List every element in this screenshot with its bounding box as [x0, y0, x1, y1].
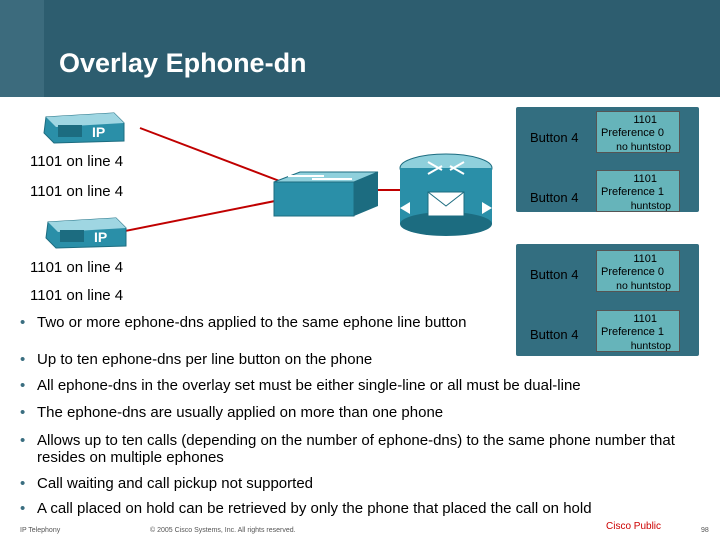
- ephone-dn-tag: 1101 Preference 0 no huntstop: [596, 111, 680, 153]
- phone-line-label: 1101 on line 4: [30, 287, 124, 304]
- button-label: Button 4: [530, 327, 579, 342]
- slide-title: Overlay Ephone-dn: [59, 48, 307, 78]
- footer-copyright: © 2005 Cisco Systems, Inc. All rights re…: [150, 527, 296, 534]
- button-label: Button 4: [530, 130, 579, 145]
- dn-huntstop: huntstop: [630, 200, 671, 212]
- list-item: • Allows up to ten calls (depending on t…: [20, 432, 677, 466]
- bullet-dot: •: [20, 404, 26, 421]
- dn-preference: Preference 1: [601, 186, 664, 198]
- phone-line-label: 1101 on line 4: [30, 259, 124, 276]
- dn-preference: Preference 0: [601, 266, 664, 278]
- phone-line-label: 1101 on line 4: [30, 183, 124, 200]
- slide-header: [0, 0, 720, 97]
- ephone-dn-tag: 1101 Preference 1 huntstop: [596, 310, 680, 352]
- dn-preference: Preference 0: [601, 127, 664, 139]
- dn-huntstop: huntstop: [630, 340, 671, 352]
- slide-header-band: [44, 0, 720, 97]
- dn-number: 1101: [633, 313, 657, 325]
- page-number: 98: [701, 527, 709, 534]
- bullet-text: All ephone-dns in the overlay set must b…: [37, 377, 581, 394]
- dn-preference: Preference 1: [601, 326, 664, 338]
- bullet-text: Call waiting and call pickup not support…: [37, 475, 313, 492]
- dn-number: 1101: [633, 253, 657, 265]
- bullet-dot: •: [20, 377, 26, 394]
- switch-icon: [273, 171, 379, 217]
- list-item: • All ephone-dns in the overlay set must…: [20, 377, 697, 394]
- dn-number: 1101: [633, 114, 657, 126]
- dn-huntstop: no huntstop: [616, 141, 671, 153]
- bullet-dot: •: [20, 475, 26, 492]
- list-item: • Call waiting and call pickup not suppo…: [20, 475, 697, 492]
- ip-phone-icon: IP: [45, 217, 127, 249]
- bullet-text: The ephone-dns are usually applied on mo…: [37, 404, 444, 421]
- ephone-dn-tag: 1101 Preference 1 huntstop: [596, 170, 680, 212]
- bullet-text: Allows up to ten calls (depending on the…: [37, 432, 675, 466]
- list-item: • The ephone-dns are usually applied on …: [20, 404, 697, 421]
- button-label: Button 4: [530, 267, 579, 282]
- ip-phone-icon: IP: [43, 112, 125, 144]
- dn-huntstop: no huntstop: [616, 280, 671, 292]
- list-item: • A call placed on hold can be retrieved…: [20, 500, 697, 517]
- bullet-text: A call placed on hold can be retrieved b…: [37, 500, 592, 517]
- bullet-text: Up to ten ephone-dns per line button on …: [37, 351, 373, 368]
- bullet-dot: •: [20, 432, 26, 449]
- dn-number: 1101: [633, 173, 657, 185]
- list-item: • Two or more ephone-dns applied to the …: [20, 314, 487, 331]
- phone-badge: IP: [92, 124, 105, 140]
- list-item: • Up to ten ephone-dns per line button o…: [20, 351, 697, 368]
- bullet-text: Two or more ephone-dns applied to the sa…: [37, 314, 467, 331]
- phone-line-label: 1101 on line 4: [30, 153, 124, 170]
- phone-badge: IP: [94, 229, 107, 245]
- router-callmanager-icon: [399, 153, 493, 236]
- button-label: Button 4: [530, 190, 579, 205]
- footer-course: IP Telephony: [20, 527, 61, 534]
- bullet-dot: •: [20, 500, 26, 517]
- ephone-dn-tag: 1101 Preference 0 no huntstop: [596, 250, 680, 292]
- bullet-dot: •: [20, 351, 26, 368]
- bullet-dot: •: [20, 314, 26, 331]
- footer-classification: Cisco Public: [606, 521, 662, 532]
